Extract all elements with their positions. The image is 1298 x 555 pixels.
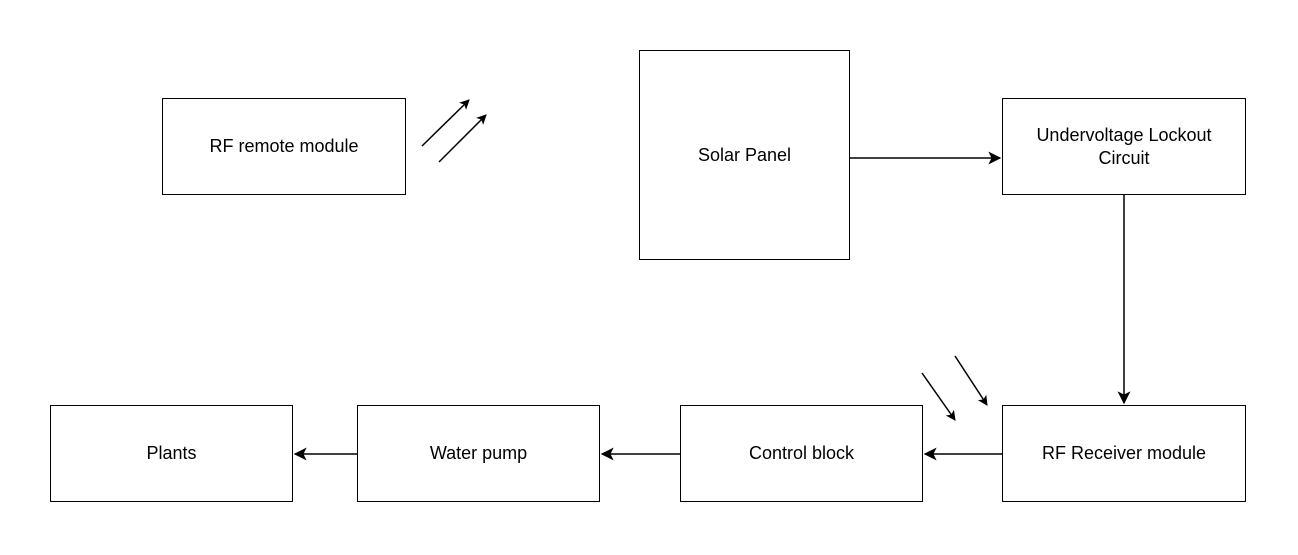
solar-panel-label: Solar Panel bbox=[697, 144, 792, 165]
transmit-signal-arrow-1 bbox=[421, 99, 470, 147]
rf-remote-module-label: RF remote module bbox=[209, 136, 359, 156]
transmit-signal-arrow-2 bbox=[438, 114, 487, 163]
control-block-label: Control block bbox=[748, 443, 855, 463]
undervoltage-lockout-label: Undervoltage Lockout Circuit bbox=[1036, 124, 1212, 168]
solar-panel-block: Solar Panel bbox=[639, 50, 850, 260]
plants-label: Plants bbox=[146, 443, 197, 463]
rf-receiver-module-block: RF Receiver module bbox=[1002, 405, 1246, 502]
receive-signal-arrow-1 bbox=[921, 372, 956, 421]
water-pump-label: Water pump bbox=[429, 443, 528, 463]
water-pump-block: Water pump bbox=[357, 405, 600, 502]
plants-block: Plants bbox=[50, 405, 293, 502]
control-block: Control block bbox=[680, 405, 923, 502]
rf-receiver-module-label: RF Receiver module bbox=[1041, 443, 1207, 463]
rf-remote-module-block: RF remote module bbox=[162, 98, 406, 195]
receive-signal-arrow-2 bbox=[954, 355, 988, 406]
undervoltage-lockout-block: Undervoltage Lockout Circuit bbox=[1002, 98, 1246, 195]
